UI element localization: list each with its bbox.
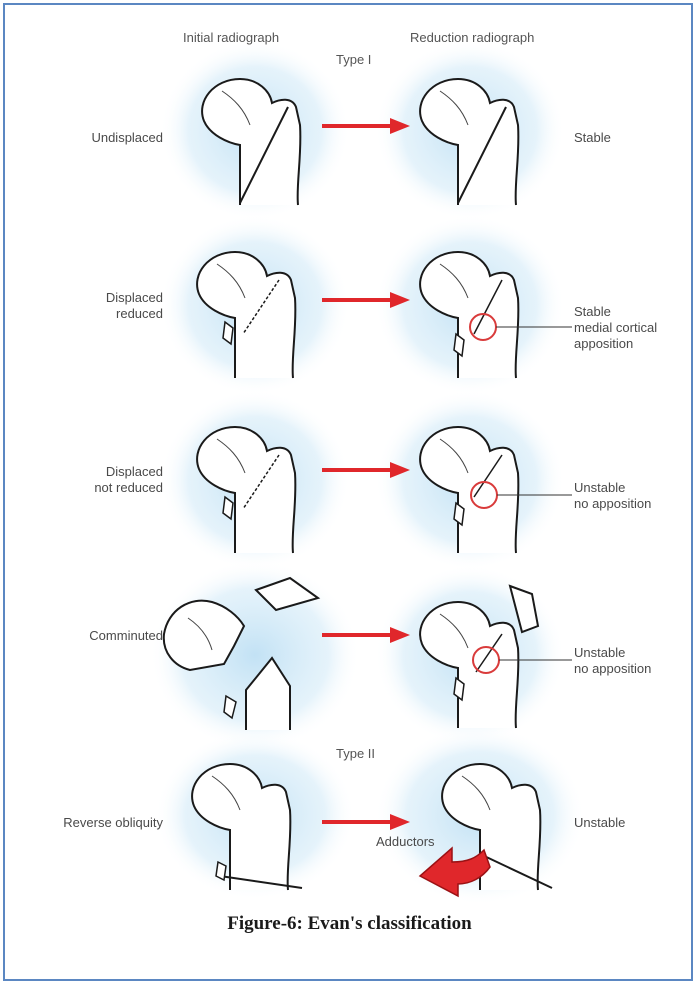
figure-caption: Figure-6: Evan's classification — [0, 913, 699, 935]
type-label-2: Type II — [336, 746, 375, 762]
result-label-stable: Stable — [574, 130, 611, 146]
result-label-unstable: Unstable — [574, 815, 625, 831]
row-label-displaced-not-reduced: Displaced not reduced — [13, 464, 163, 496]
row-label-comminuted: Comminuted — [13, 628, 163, 644]
result-label-stable-apposition: Stable medial cortical apposition — [574, 304, 657, 352]
row-label-reverse-obliquity: Reverse obliquity — [13, 815, 163, 831]
header-initial-radiograph: Initial radiograph — [183, 30, 279, 46]
header-reduction-radiograph: Reduction radiograph — [410, 30, 534, 46]
result-label-unstable-no-apposition: Unstable no apposition — [574, 480, 651, 512]
type-label-1: Type I — [336, 52, 371, 68]
adductors-label: Adductors — [376, 834, 435, 850]
row-label-undisplaced: Undisplaced — [13, 130, 163, 146]
row-label-displaced-reduced: Displaced reduced — [13, 290, 163, 322]
result-label-unstable-no-apposition-2: Unstable no apposition — [574, 645, 651, 677]
